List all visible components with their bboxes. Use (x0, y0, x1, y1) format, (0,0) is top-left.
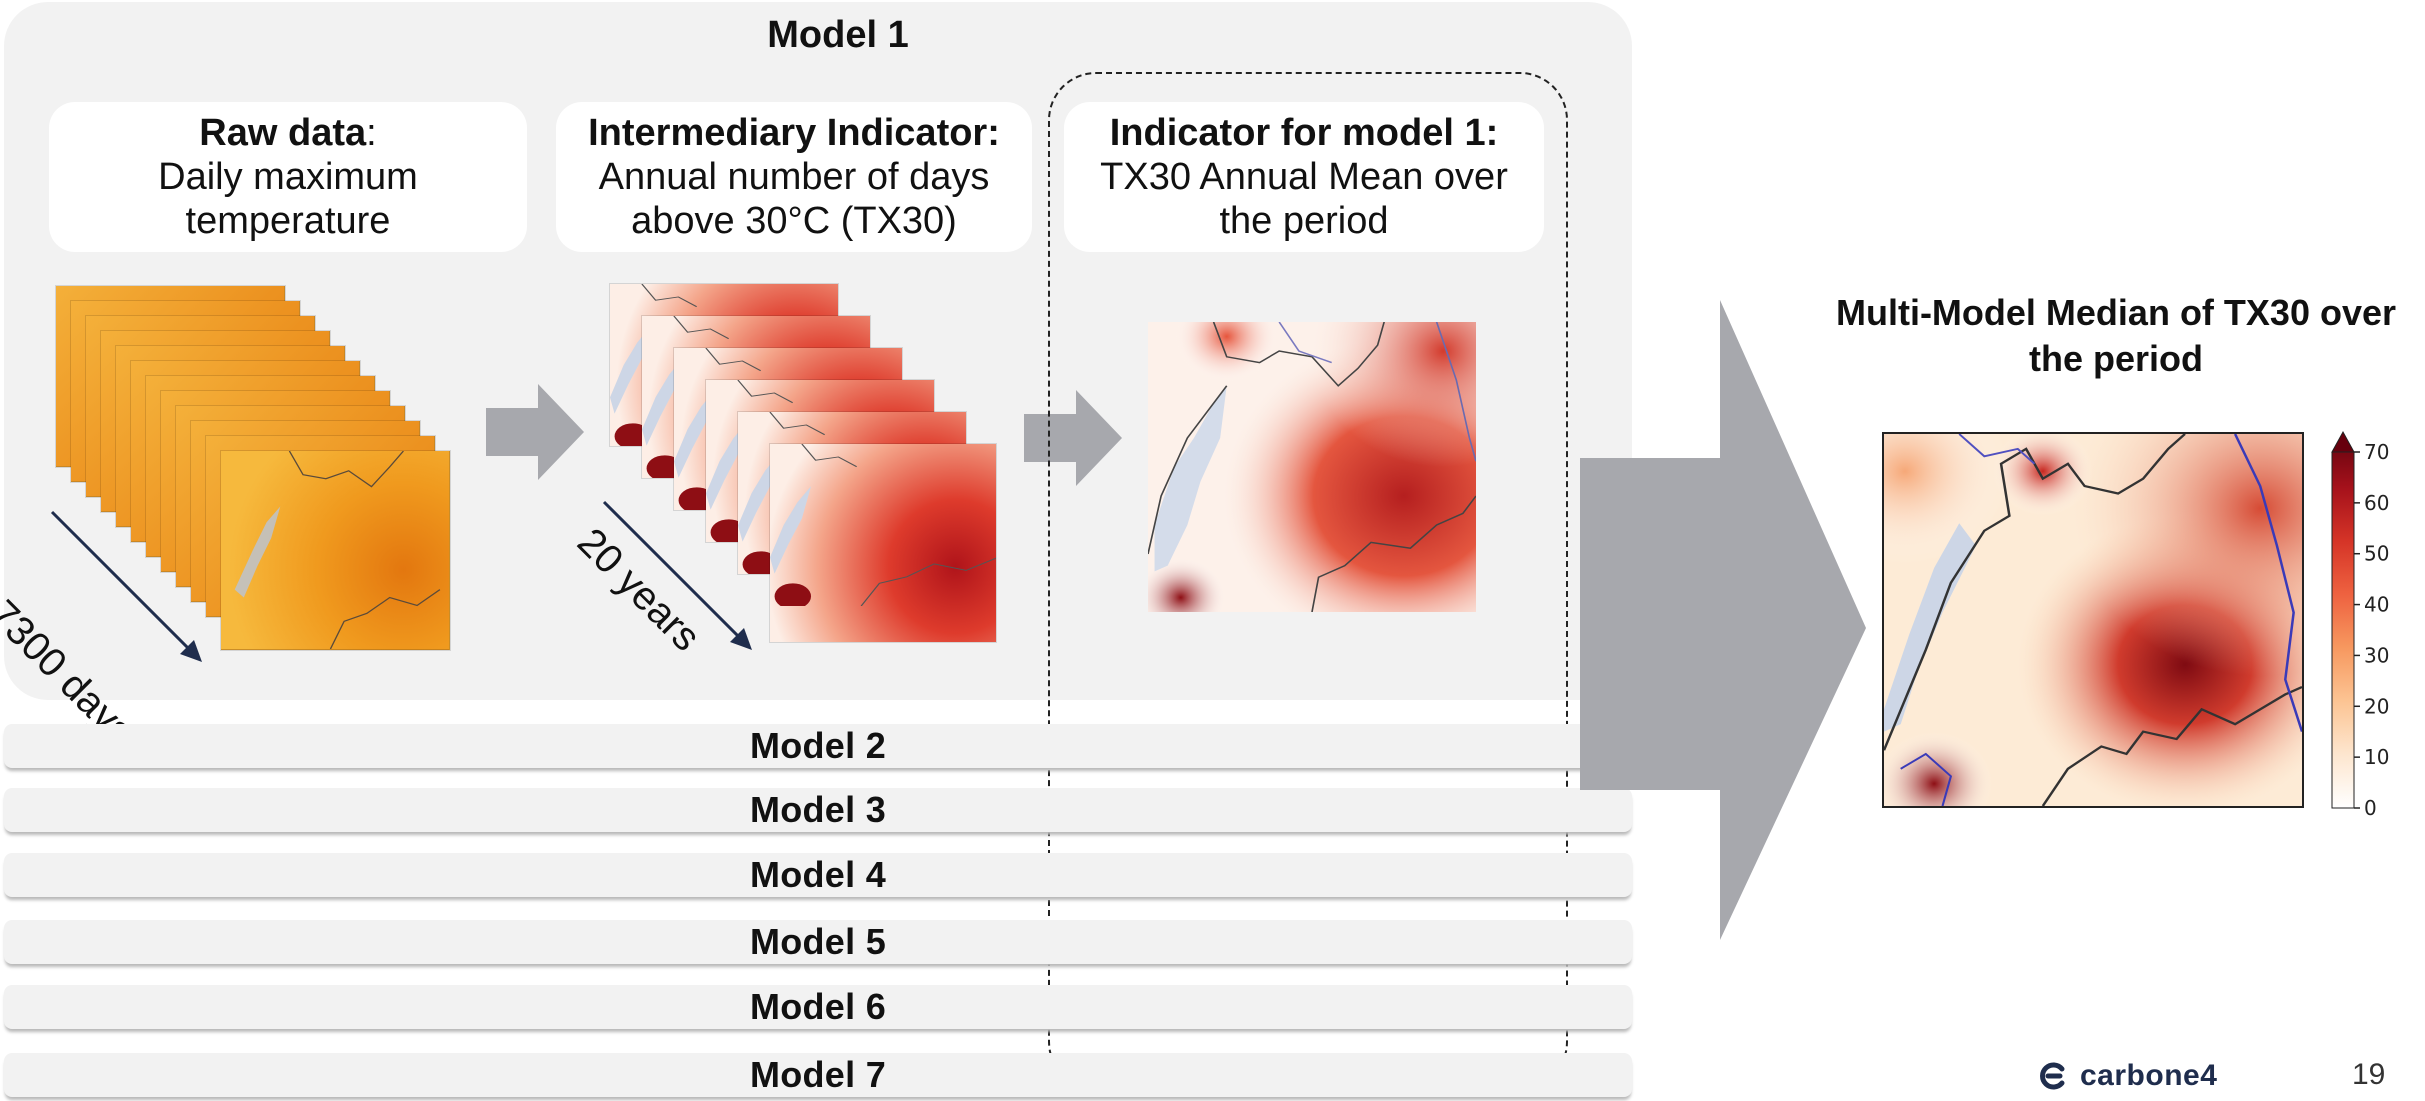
carbone4-logo: carbone4 (2036, 1058, 2217, 1094)
daily-map-layer (221, 450, 450, 650)
model-2-bar: Model 2 (4, 724, 1632, 768)
carbone4-logo-icon (2040, 1062, 2065, 1090)
intermediary-text-1: Annual number of days (598, 156, 990, 198)
median-heatmap (1882, 432, 2304, 808)
colorbar-tick-label: 10 (2364, 745, 2389, 769)
model-5-label: Model 5 (749, 921, 887, 962)
colorbar-tick-label: 60 (2364, 491, 2389, 515)
colorbar-tick-label: 50 (2364, 542, 2389, 566)
median-title-line-2: the period (2028, 338, 2203, 379)
colorbar-tick-label: 70 (2364, 440, 2389, 464)
model-4-bar: Model 4 (4, 853, 1632, 897)
intermediary-card: Intermediary Indicator: Annual number of… (556, 102, 1032, 252)
colorbar-tick-label: 40 (2364, 593, 2389, 617)
colorbar-tick-label: 30 (2364, 643, 2389, 667)
model-3-label: Model 3 (749, 789, 887, 830)
raw-data-title: Raw data (199, 112, 367, 154)
model-7-label: Model 7 (749, 1054, 887, 1095)
colorbar-extend-triangle (2331, 430, 2355, 453)
model-2-label: Model 2 (749, 725, 887, 766)
raw-data-colon: : (366, 112, 377, 154)
model-3-bar: Model 3 (4, 788, 1632, 832)
model-4-label: Model 4 (749, 854, 887, 895)
colorbar-tick-label: 20 (2364, 694, 2389, 718)
intermediary-title: Intermediary Indicator: (588, 112, 1000, 154)
model-6-bar: Model 6 (4, 985, 1632, 1029)
annual-map-layer (770, 444, 996, 642)
indicator-title: Indicator for model 1: (1109, 112, 1499, 154)
years-arrow (602, 500, 752, 650)
raw-data-text-2: temperature (185, 200, 391, 242)
intermediary-text-2: above 30°C (TX30) (631, 200, 957, 242)
model-1-indicator-map (1148, 322, 1476, 612)
median-title-line-1: Multi-Model Median of TX30 over (1835, 292, 2397, 333)
colorbar-gradient (2331, 451, 2355, 809)
colorbar-tick-label: 0 (2364, 796, 2377, 820)
aggregation-arrow (1580, 300, 1866, 940)
carbone4-logo-text: carbone4 (2080, 1059, 2218, 1092)
raw-data-card: Raw data: Daily maximum temperature (49, 102, 527, 252)
arrow-raw-to-intermediary (486, 384, 584, 480)
raw-data-text-1: Daily maximum (158, 156, 418, 198)
page-number: 19 (2352, 1058, 2386, 1091)
model-5-bar: Model 5 (4, 920, 1632, 964)
colorbar: 0 10 20 30 40 50 60 70 (2331, 430, 2389, 820)
model-7-bar: Model 7 (4, 1053, 1632, 1097)
median-title: Multi-Model Median of TX30 over the peri… (1806, 290, 2425, 382)
indicator-card: Indicator for model 1: TX30 Annual Mean … (1064, 102, 1544, 252)
model-6-label: Model 6 (749, 986, 887, 1027)
days-arrow (50, 510, 202, 662)
model-1-title: Model 1 (767, 14, 909, 56)
indicator-text-2: the period (1219, 200, 1389, 242)
indicator-text-1: TX30 Annual Mean over (1100, 156, 1508, 198)
